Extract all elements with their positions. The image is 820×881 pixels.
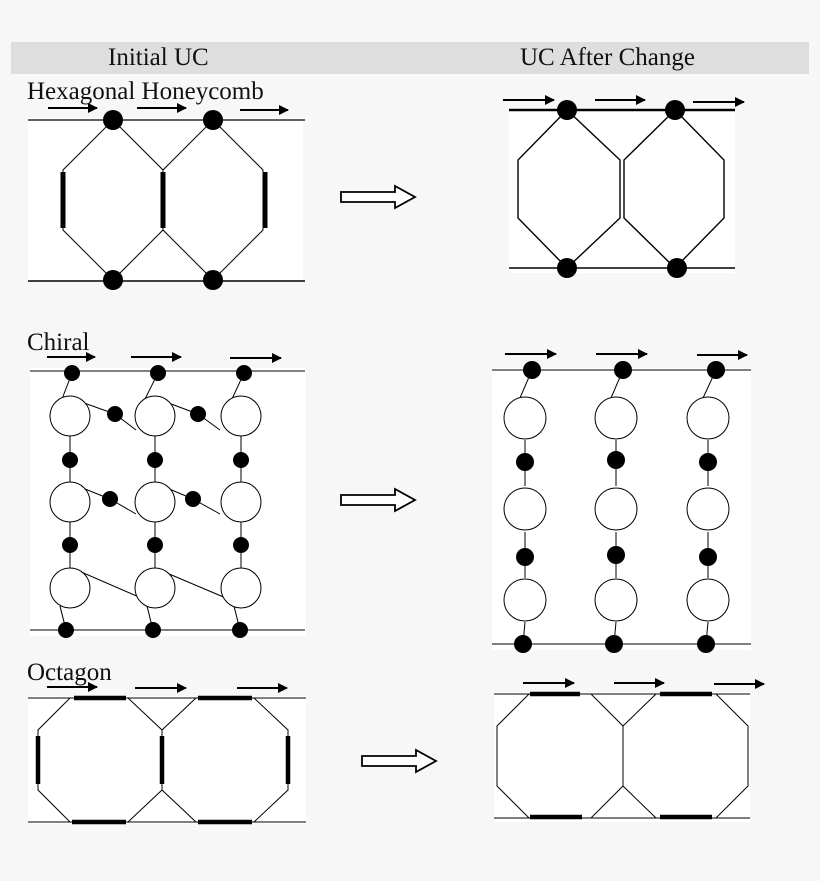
octagon-initial-cell xyxy=(28,695,306,825)
header-bar xyxy=(11,42,809,74)
chiral-initial-arrows xyxy=(47,352,282,363)
honeycomb-initial-arrows xyxy=(48,103,289,115)
honeycomb-after-arrows xyxy=(503,95,745,107)
octagon-initial-arrows xyxy=(47,682,288,693)
honeycomb-initial-cell xyxy=(28,110,305,290)
hollow-arrow-right-icon xyxy=(340,487,417,513)
octagon-after-cell xyxy=(494,691,750,822)
chiral-after-cell xyxy=(492,361,751,653)
header-uc-after-change: UC After Change xyxy=(520,44,695,71)
chiral-initial-cell xyxy=(30,365,306,638)
section-label-chiral: Chiral xyxy=(27,329,90,356)
hollow-arrow-right-icon xyxy=(340,184,417,210)
section-label-octagon: Octagon xyxy=(27,659,112,686)
hollow-arrow-right-icon xyxy=(361,748,438,774)
section-label-hexagonal-honeycomb: Hexagonal Honeycomb xyxy=(27,78,264,105)
octagon-after-arrows xyxy=(523,678,765,689)
chiral-after-arrows xyxy=(505,349,748,360)
honeycomb-after-cell xyxy=(509,100,735,278)
header-initial-uc: Initial UC xyxy=(108,44,209,71)
